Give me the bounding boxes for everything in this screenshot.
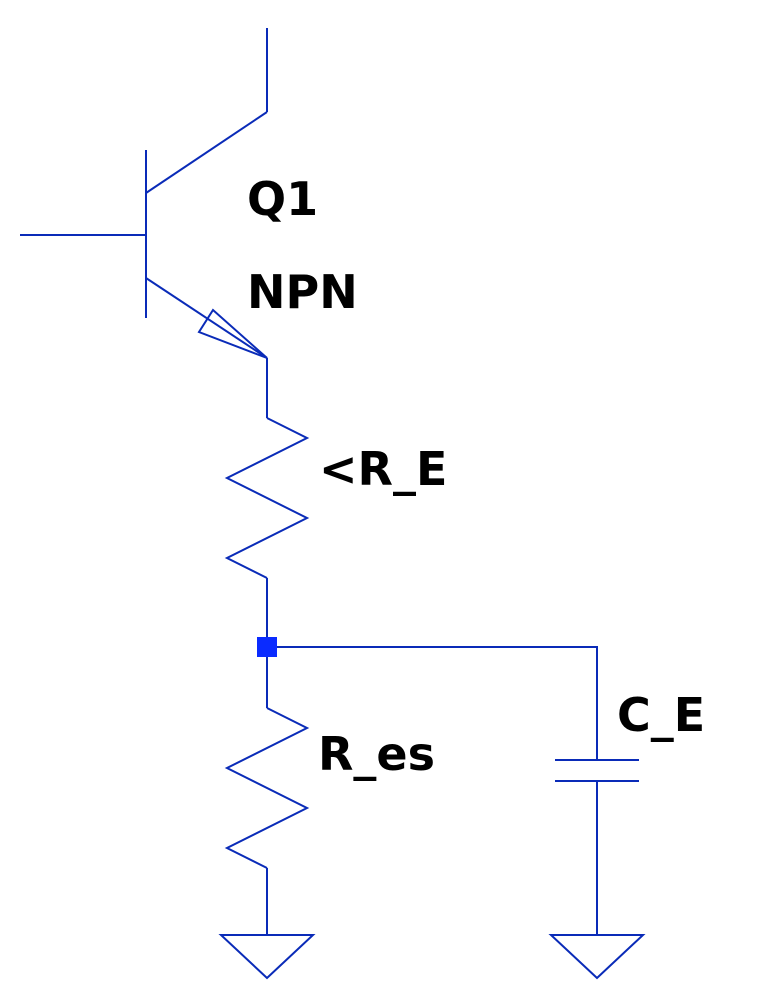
resistor-re-symbol <box>224 417 310 579</box>
npn-transistor-symbol <box>20 28 268 359</box>
junction-node <box>257 637 277 657</box>
resistor-re-label: <R_E <box>319 442 447 496</box>
resistor-res-label: R_es <box>318 727 435 781</box>
ground-icon-cap <box>548 934 646 980</box>
transistor-type-label: NPN <box>247 265 358 319</box>
emitter-lead <box>145 277 268 359</box>
emitter-arrow-icon <box>197 308 268 359</box>
transistor-name-label: Q1 <box>247 172 318 226</box>
node-to-capacitor-wire <box>267 646 598 760</box>
capacitor-label: C_E <box>617 688 705 742</box>
collector-lead <box>145 111 268 194</box>
capacitor-ce-symbol <box>555 759 639 782</box>
resistor-res-symbol <box>224 707 310 869</box>
ground-icon-res <box>218 934 316 980</box>
